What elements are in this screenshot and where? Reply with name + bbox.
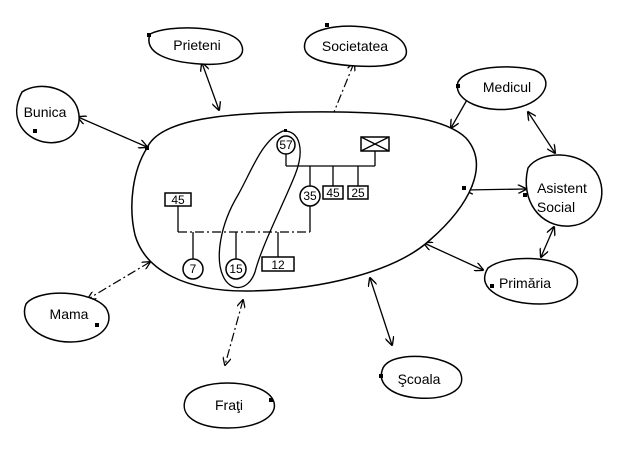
deceased-cross bbox=[360, 136, 390, 152]
genogram: 57 35 45 25 45 7 15 12 bbox=[164, 129, 390, 289]
anchor-marker bbox=[33, 129, 37, 133]
connection-prieteni bbox=[202, 63, 219, 110]
node-shape bbox=[484, 257, 579, 305]
loop-marker bbox=[284, 129, 287, 132]
connections bbox=[78, 63, 555, 365]
father-symbol bbox=[299, 185, 321, 207]
node-shape bbox=[23, 292, 110, 343]
node-prieteni: Prieteni bbox=[148, 27, 244, 66]
node-shape bbox=[183, 382, 275, 429]
anchor-marker bbox=[456, 84, 460, 88]
anchor-marker bbox=[145, 146, 149, 150]
node-label: Mama bbox=[50, 306, 89, 322]
node-shape bbox=[380, 355, 463, 399]
connection-bunica bbox=[78, 117, 147, 147]
anchor-marker bbox=[325, 23, 329, 27]
child-age: 12 bbox=[271, 258, 285, 272]
node-label: Prieteni bbox=[173, 37, 220, 53]
child-symbol bbox=[261, 256, 295, 272]
anchor-marker bbox=[462, 186, 466, 190]
node-label: Societatea bbox=[322, 38, 388, 54]
node-label: Asistent bbox=[537, 180, 587, 196]
anchor-marker bbox=[490, 284, 494, 288]
sibling-age: 45 bbox=[326, 186, 340, 200]
anchor-marker bbox=[269, 398, 273, 402]
child-age: 15 bbox=[229, 262, 243, 276]
node-shape bbox=[148, 27, 244, 66]
anchor-marker bbox=[523, 193, 527, 197]
connection-asistent-primaria bbox=[541, 227, 554, 257]
anchor-marker bbox=[95, 323, 99, 327]
node-label: Şcoala bbox=[398, 371, 441, 387]
child-symbol bbox=[225, 258, 247, 280]
grandparent-symbol bbox=[276, 135, 296, 155]
node-shape bbox=[303, 25, 407, 68]
connection-mama bbox=[88, 262, 150, 299]
connection-frati bbox=[225, 300, 243, 365]
node-shape bbox=[16, 85, 80, 144]
node-mama: Mama bbox=[23, 292, 110, 343]
node-scoala: Şcoala bbox=[380, 355, 463, 399]
grandparent-age: 57 bbox=[279, 138, 293, 152]
node-societatea: Societatea bbox=[303, 25, 407, 68]
node-label: Bunica bbox=[24, 104, 67, 120]
node-frati: Fraţi bbox=[183, 382, 275, 429]
mother-age: 45 bbox=[171, 193, 185, 207]
father-age: 35 bbox=[303, 189, 317, 203]
child-age: 7 bbox=[190, 262, 197, 276]
node-bunica: Bunica bbox=[16, 85, 80, 144]
node-asistent-social: Asistent Social bbox=[525, 154, 603, 227]
node-shape bbox=[456, 66, 547, 111]
node-label: Fraţi bbox=[215, 397, 243, 413]
node-primaria: Primăria bbox=[484, 257, 579, 305]
sibling-symbol bbox=[347, 185, 369, 200]
connection-primaria bbox=[424, 243, 483, 270]
anchor-marker bbox=[379, 374, 383, 378]
node-medicul: Medicul bbox=[456, 66, 547, 111]
connection-medicul-asistent bbox=[528, 112, 555, 153]
node-shape bbox=[525, 154, 603, 227]
mother-symbol bbox=[164, 192, 192, 207]
sibling-symbol bbox=[322, 185, 344, 200]
node-label: Medicul bbox=[483, 79, 531, 95]
connection-scoala bbox=[370, 278, 392, 345]
anchor-marker bbox=[147, 33, 151, 37]
connection-societatea bbox=[333, 63, 354, 113]
anchor-markers bbox=[33, 23, 527, 402]
child-symbol bbox=[182, 258, 204, 280]
node-label: Social bbox=[537, 199, 575, 215]
connection-asistent-social bbox=[465, 189, 526, 190]
household-loop bbox=[218, 130, 301, 289]
sibling-age: 25 bbox=[351, 186, 365, 200]
node-label: Primăria bbox=[499, 275, 551, 291]
